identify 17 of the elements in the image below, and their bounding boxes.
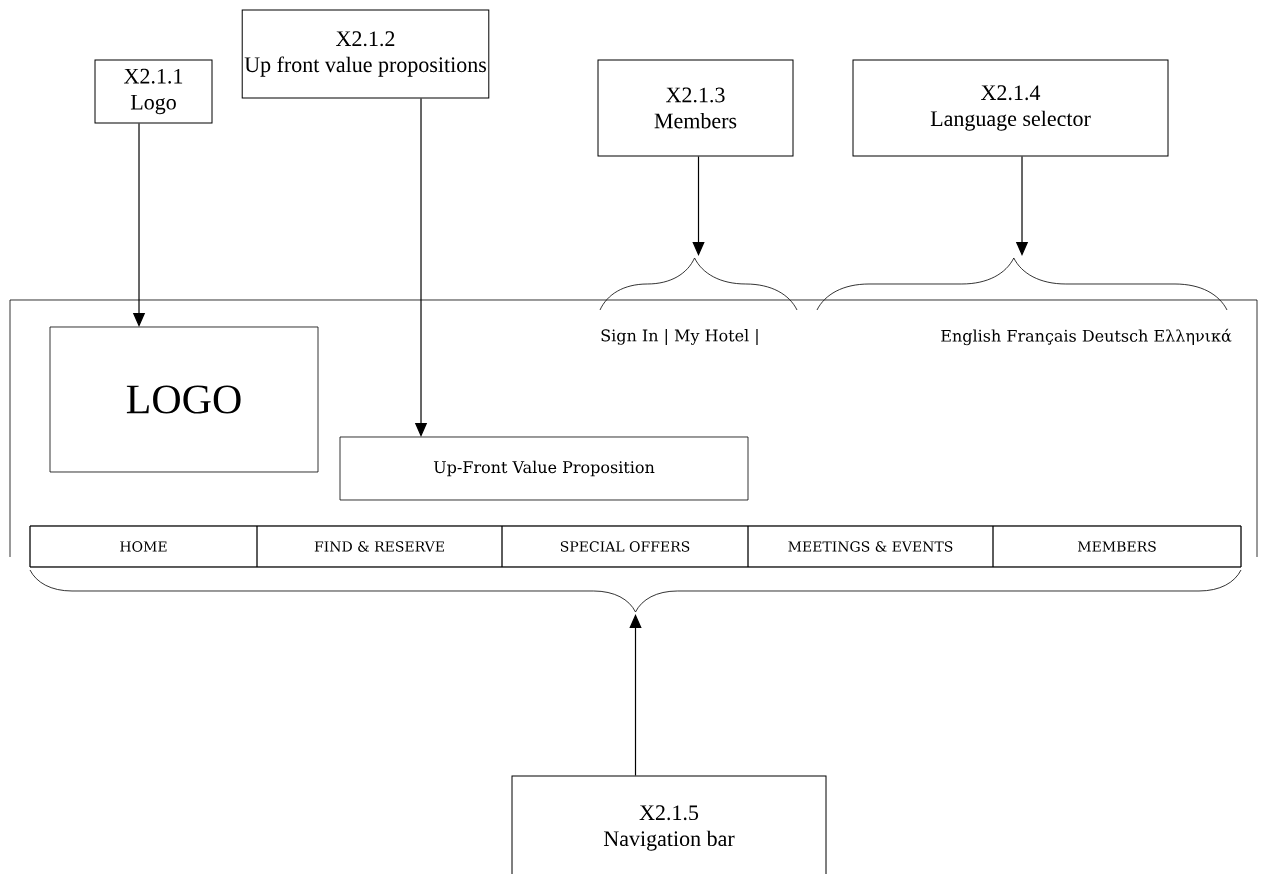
language-links: English Français Deutsch Ελληνικά — [941, 328, 1232, 346]
nav-tab: MEMBERS — [992, 525, 1242, 568]
arrow — [692, 155, 705, 256]
callout-box: X2.1.4 Language selector — [852, 59, 1169, 157]
nav-tab: SPECIAL OFFERS — [501, 525, 749, 568]
callout-box: X2.1.2 Up front value propositions — [241, 9, 490, 99]
callout-box: X2.1.1 Logo — [94, 59, 213, 124]
nav-tab: MEETINGS & EVENTS — [747, 525, 994, 568]
nav-tab: HOME — [29, 525, 258, 568]
page-frame — [9, 299, 1258, 558]
member-links: Sign In | My Hotel | — [601, 329, 758, 345]
callout-box: X2.1.3 Members — [597, 59, 794, 157]
nav-tab: FIND & RESERVE — [256, 525, 503, 568]
callout-box: X2.1.5 Navigation bar — [511, 775, 827, 874]
arrow — [629, 614, 642, 777]
placeholder-box: LOGO — [49, 326, 319, 473]
value-proposition-box: Up-Front Value Proposition — [339, 436, 749, 501]
